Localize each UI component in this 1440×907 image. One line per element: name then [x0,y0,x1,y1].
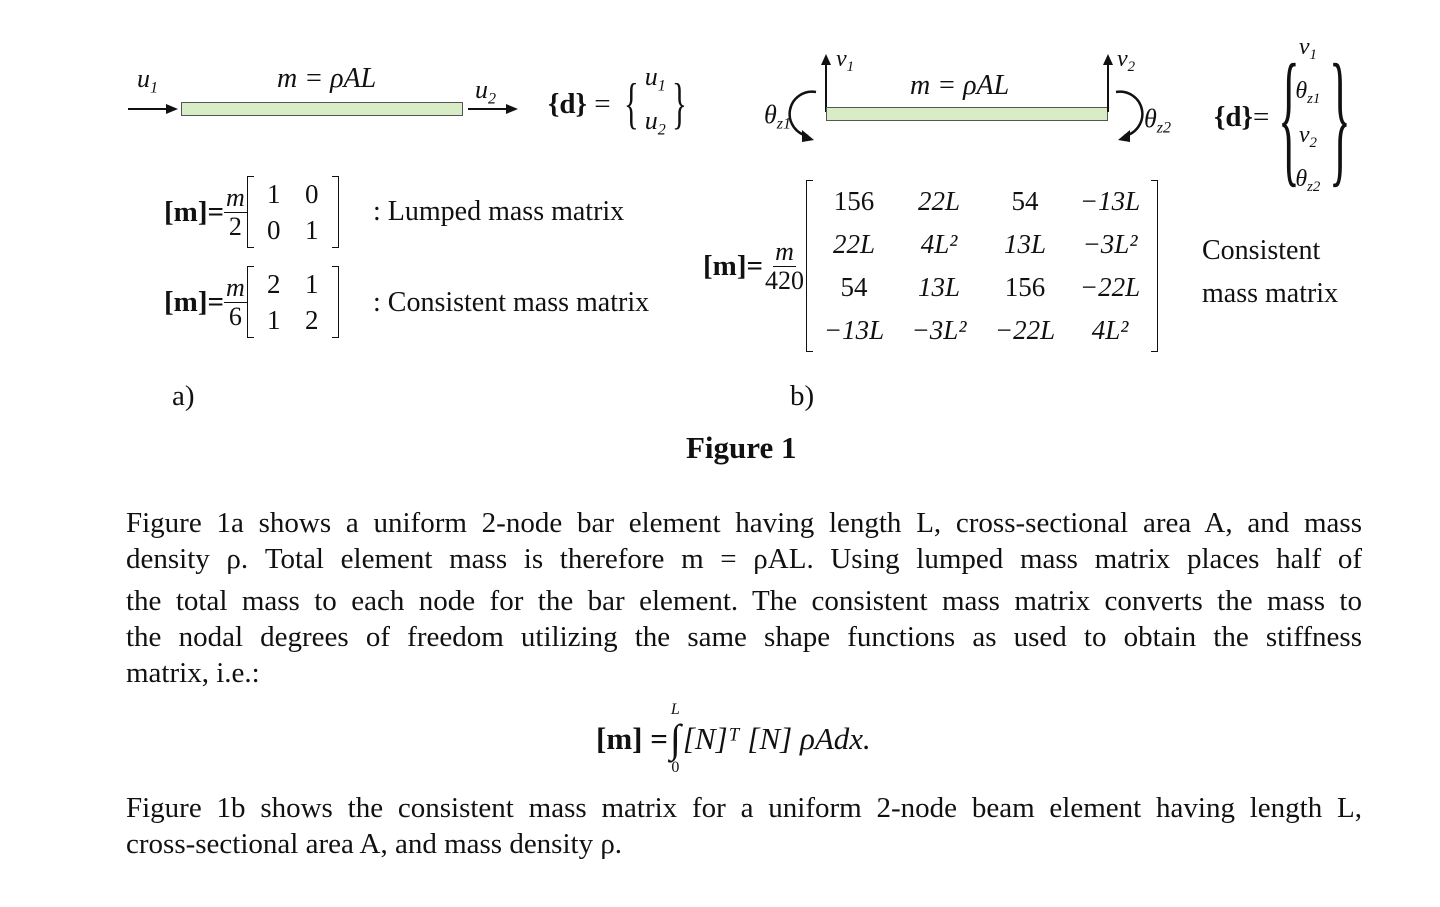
matrix-cell: 156 [1004,272,1046,302]
beam-consistent-matrix: 156 22L 54 −13L 22L 4L² 13L −3L² 54 13L … [806,180,1158,352]
beam-consistent-mass-label: Consistent mass matrix [1202,235,1339,309]
theta-z2-label: θz2 [1144,104,1172,137]
bar-dof-vector: {d} = { u1 u2 } [548,62,687,139]
bar-mass-equation: m = ρAL [277,63,377,94]
matrix-cell: −13L [823,315,885,345]
paragraph-line: the nodal degrees of freedom utilizing t… [126,621,1362,653]
lumped-mass-label: : Lumped mass matrix [373,196,625,227]
u2-label: u2 [475,75,497,108]
v1-arrow-icon [821,54,831,112]
v1-label: v1 [836,46,855,76]
figure-1a-tag: a) [172,380,195,412]
v2-arrow-icon [1103,54,1113,112]
figure-caption: Figure 1 [686,430,797,465]
paragraph-line: cross-sectional area A, and mass density… [126,828,623,860]
u1-arrow-icon [128,104,178,114]
matrix-cell: 13L [917,272,961,302]
mass-integral-equation: [m] = L ∫ 0 [N]ᵀ [N] ρAdx. [596,701,871,776]
bar-element [181,102,463,116]
beam-dof-vector: {d}= { v1 θz1 v2 θz2 } [1214,33,1352,200]
paragraph-line: density ρ. Total element mass is therefo… [126,543,1362,575]
beam-element [826,107,1108,121]
matrix-cell: −13L [1079,186,1141,216]
matrix-cell: 22L [832,229,876,259]
matrix-cell: 4L² [920,229,958,259]
matrix-cell: −3L² [911,315,967,345]
paragraph-line: matrix, i.e.: [126,657,260,689]
rotation-right-arrow-icon [1115,90,1144,142]
theta-z1-label: θz1 [764,100,792,133]
u1-label: u1 [137,64,159,97]
rotation-left-arrow-icon [788,90,817,142]
paragraph-line: the total mass to each node for the bar … [126,585,1362,617]
matrix-cell: 4L² [1091,315,1129,345]
integral-sign: L ∫ 0 [669,701,681,776]
paragraph-1: Figure 1a shows a uniform 2-node bar ele… [126,505,1362,691]
matrix-cell: −3L² [1082,229,1138,259]
u2-arrow-icon [468,104,518,114]
matrix-cell: 13L [1003,229,1047,259]
matrix-cell: 156 [833,186,875,216]
bar-consistent-mass-label: : Consistent mass matrix [373,287,650,318]
v2-label: v2 [1117,46,1136,76]
matrix-cell: 22L [917,186,961,216]
matrix-cell: −22L [994,315,1056,345]
paragraph-line: Figure 1a shows a uniform 2-node bar ele… [126,507,1362,539]
matrix-cell: 54 [1011,186,1039,216]
matrix-cell: 54 [840,272,868,302]
beam-mass-equation: m = ρAL [910,70,1010,101]
paragraph-line: Figure 1b shows the consistent mass matr… [126,792,1362,824]
paragraph-2: Figure 1b shows the consistent mass matr… [126,790,1362,862]
figure-1b-tag: b) [790,380,815,412]
matrix-cell: −22L [1079,272,1141,302]
